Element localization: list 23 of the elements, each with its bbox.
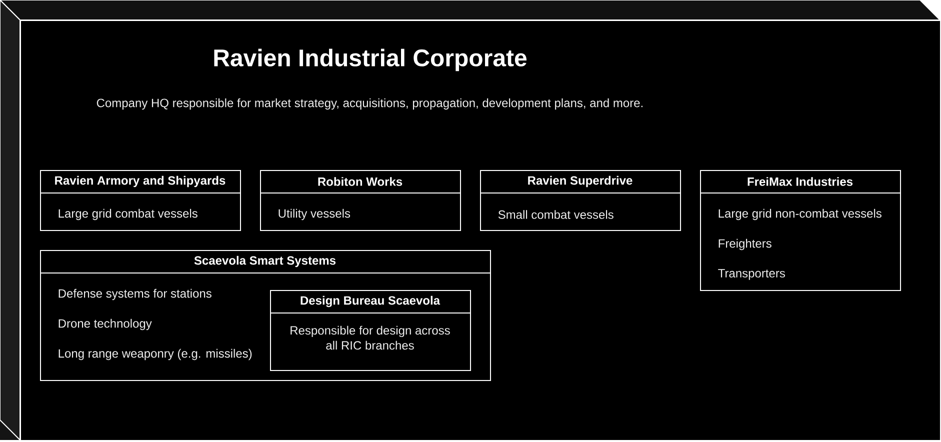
box-heading: FreiMax Industries bbox=[748, 177, 853, 186]
box-heading: Robiton Works bbox=[318, 177, 402, 186]
division-box bbox=[700, 170, 902, 291]
division-box bbox=[270, 290, 471, 371]
division-box bbox=[260, 170, 461, 231]
box-text: Defense systems for stations bbox=[58, 288, 212, 300]
box-heading: Scaevola Smart Systems bbox=[194, 256, 336, 268]
description-text: Company HQ responsible for market strategy, acquisitions, propagation, development plans, and more. bbox=[96, 98, 643, 110]
division-box bbox=[480, 170, 682, 231]
box-text: Large grid combat vessels bbox=[58, 208, 198, 220]
heading: Ravien Industrial Corporate bbox=[214, 48, 527, 72]
box-text: Long range weaponry (e.g. missiles) bbox=[58, 348, 252, 360]
box-heading: Ravien Armory and Shipyards bbox=[55, 176, 226, 188]
box-text: Freighters bbox=[718, 238, 772, 250]
box-text: Small combat vessels bbox=[498, 210, 614, 219]
box-heading: Design Bureau Scaevola bbox=[300, 296, 440, 308]
division-box bbox=[40, 170, 241, 231]
box-text: Utility vessels bbox=[278, 208, 350, 220]
box-text: Responsible for design across all RIC branches bbox=[290, 326, 450, 350]
box-text: Drone technology bbox=[58, 318, 152, 330]
box-text: Large grid non-combat vessels bbox=[718, 208, 882, 220]
box-text: Transporters bbox=[718, 269, 785, 280]
box-heading: Ravien Superdrive bbox=[528, 176, 632, 188]
